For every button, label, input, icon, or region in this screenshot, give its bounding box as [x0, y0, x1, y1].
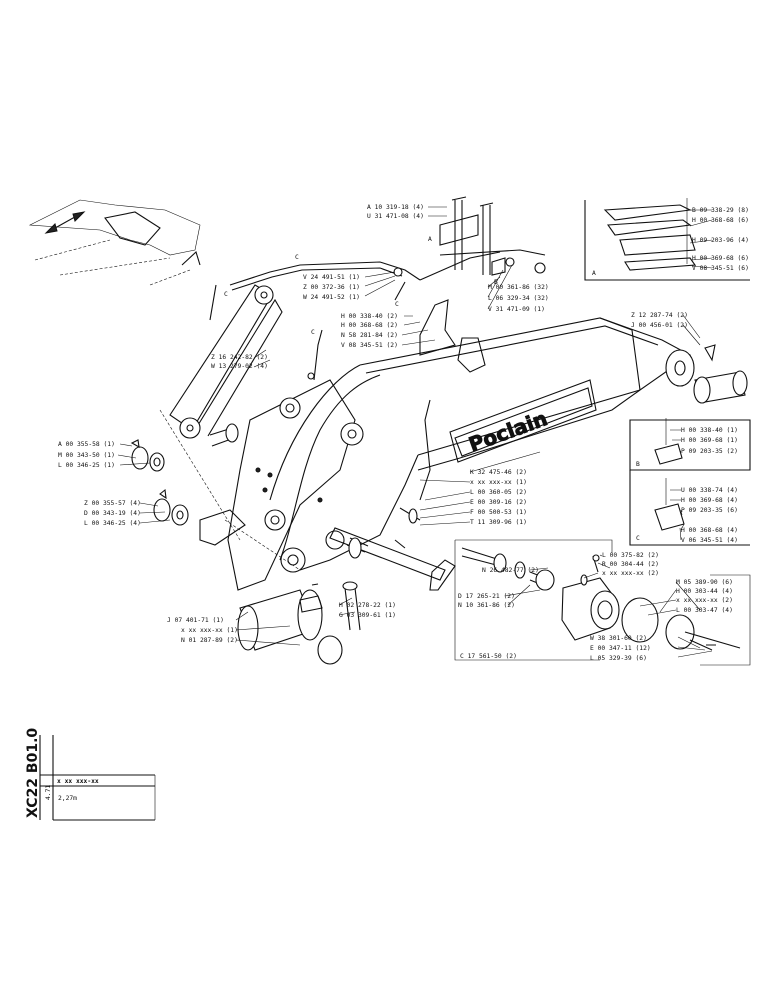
callout-label: H 00 303-44 (4) [676, 588, 733, 595]
boom-assembly: Poclain [227, 299, 695, 591]
revision-code: 4.71 [45, 785, 52, 800]
link-arm [159, 284, 301, 571]
callout-label: W 13 279-02 (4) [211, 363, 268, 370]
callout-label: L 00 360-05 (2) [470, 489, 527, 496]
callout-label: L 00 375-82 (2) [602, 552, 659, 559]
callout-label: G 03 309-61 (1) [339, 612, 396, 619]
callout-label: H 00 338-40 (1) [681, 427, 738, 434]
callout-label: V 06 345-51 (4) [681, 537, 738, 544]
callout-label: H 00 368-68 (4) [681, 527, 738, 534]
callout-label: L 00 346-25 (4) [84, 520, 141, 527]
callout-label: C 17 561-50 (2) [460, 653, 517, 660]
callout-label: Z 16 242-82 (2) [211, 354, 268, 361]
callout-labels: A 10 319-18 (4) U 31 471-08 (4) M 00 361… [58, 204, 749, 662]
inset-A-label: A [592, 270, 596, 277]
inset-B-label: B [636, 461, 640, 468]
document-code: XC22 B01.0 [25, 728, 41, 818]
callout-label: V 31 471-09 (1) [488, 306, 545, 313]
callout-label: R 00 304-44 (2) [602, 561, 659, 568]
callout-label: x xx xxx-xx (1) [470, 479, 527, 486]
callout-label: H 09 203-96 (4) [692, 237, 749, 244]
callout-label: B 09 338-29 (8) [692, 207, 749, 214]
callout-label: L 05 329-39 (6) [590, 655, 647, 662]
callout-label: J 07 401-71 (1) [167, 617, 224, 624]
callout-label: E 00 309-16 (2) [470, 499, 527, 506]
callout-label: Z 00 372-36 (1) [303, 284, 360, 291]
callout-label: L 06 329-34 (32) [488, 295, 549, 302]
pipe-marker-C: C [311, 329, 315, 336]
callout-label: N 58 281-84 (2) [341, 332, 398, 339]
callout-label: W 38 301-60 (2) [590, 635, 647, 642]
callout-label: L 00 303-47 (4) [676, 607, 733, 614]
callout-label: H 00 338-40 (2) [341, 313, 398, 320]
callout-label: H 02 278-22 (1) [339, 602, 396, 609]
callout-label: P 09 203-35 (6) [681, 507, 738, 514]
callout-label: H 00 368-68 (6) [692, 217, 749, 224]
callout-label: x xx xxx-xx (2) [676, 597, 733, 604]
pipe-marker-C: C [295, 254, 299, 261]
pipe-marker-C: C [224, 291, 228, 298]
hydraulic-lines [209, 251, 501, 381]
callout-label: K 32 475-46 (2) [470, 469, 527, 476]
callout-label: A 10 319-18 (4) [367, 204, 424, 211]
pipe-marker-A: A [428, 236, 432, 243]
right-pin-group [461, 547, 741, 651]
callout-label: N 26 482-77 (2) [482, 567, 539, 574]
callout-label: W 24 491-52 (1) [303, 294, 360, 301]
right-bushing [693, 344, 748, 404]
callout-label: N 10 361-86 (2) [458, 602, 515, 609]
callout-label: H 00 369-68 (6) [692, 255, 749, 262]
callout-label: H 00 369-68 (1) [681, 437, 738, 444]
callout-label: H 00 369-68 (4) [681, 497, 738, 504]
callout-label: Z 12 287-74 (2) [631, 312, 688, 319]
callout-label: M 00 343-50 (1) [58, 452, 115, 459]
callout-label: D 00 343-19 (4) [84, 510, 141, 517]
lower-pin-parts [237, 507, 456, 665]
callout-label: V 08 345-51 (6) [692, 265, 749, 272]
callout-label: x xx xxx-xx (2) [602, 570, 659, 577]
callout-label: x xx xxx-xx (1) [181, 627, 238, 634]
callout-label: M 05 389-90 (6) [676, 579, 733, 586]
callout-label: T 11 309-96 (1) [470, 519, 527, 526]
brand-logo: Poclain [466, 406, 551, 456]
variant-code: x xx xxx-xx [57, 778, 99, 785]
boom-length: 2,27m [58, 795, 77, 802]
callout-label: Z 00 355-57 (4) [84, 500, 141, 507]
machine-detail-sketch [28, 199, 201, 286]
inset-B-box: B [629, 418, 751, 471]
callout-label: U 00 338-74 (4) [681, 487, 738, 494]
valve-cluster [439, 196, 546, 276]
callout-label: D 17 265-21 (2) [458, 593, 515, 600]
callout-label: A 00 355-58 (1) [58, 441, 115, 448]
callout-label: F 00 500-53 (1) [470, 509, 527, 516]
callout-label: H 00 368-68 (2) [341, 322, 398, 329]
title-block: XC22 B01.0 4.71 x xx xxx-xx 2,27m [25, 728, 156, 821]
subassembly-frames [454, 539, 751, 666]
callout-label: V 08 345-51 (2) [341, 342, 398, 349]
left-pin-washers [130, 439, 189, 526]
callout-label: N 01 287-89 (2) [181, 637, 238, 644]
callout-label: V 24 491-51 (1) [303, 274, 360, 281]
callout-label: M 00 361-86 (32) [488, 284, 549, 291]
callout-label: U 31 471-08 (4) [367, 213, 424, 220]
callout-label: E 00 347-11 (12) [590, 645, 651, 652]
inset-C-label: C [636, 535, 640, 542]
callout-label: P 09 203-35 (2) [681, 448, 738, 455]
leader-lines [117, 206, 713, 658]
pipe-marker-C: C [395, 301, 399, 308]
direction-arrow-icon [44, 211, 86, 234]
callout-label: L 00 346-25 (1) [58, 462, 115, 469]
callout-label: J 00 456-01 (2) [631, 322, 688, 329]
